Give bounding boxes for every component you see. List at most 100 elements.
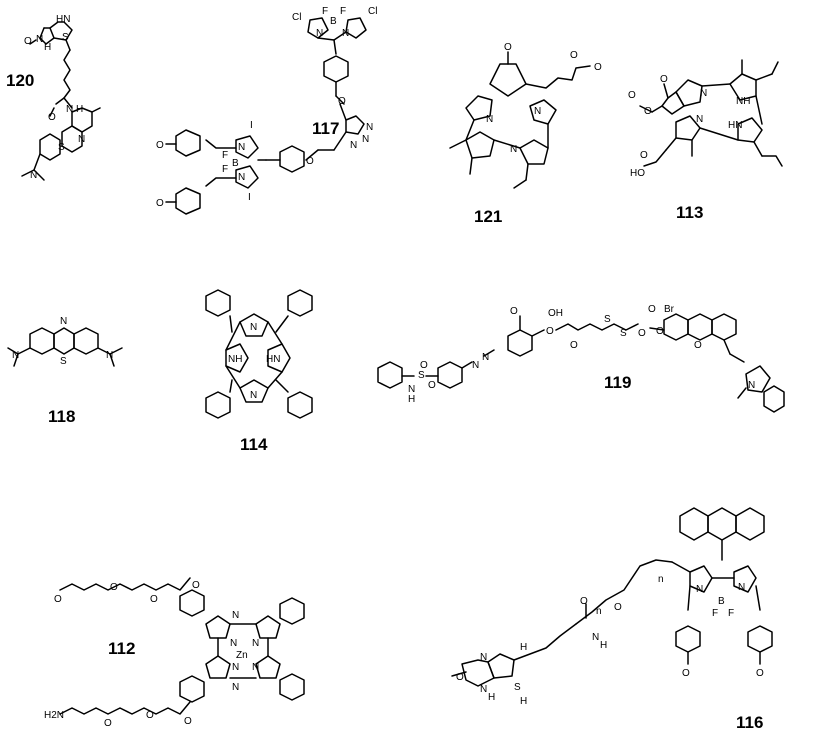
atom-label: S	[620, 328, 627, 339]
atom-label: O	[656, 326, 664, 337]
atom-label: O	[644, 106, 652, 117]
structure-114-bonds	[205, 289, 313, 419]
atom-label: N	[232, 610, 239, 621]
atom-label: I	[250, 120, 253, 131]
structure-119-bonds	[377, 313, 785, 413]
compound-label-113: 113	[676, 203, 703, 222]
atom-label: HN	[56, 14, 70, 25]
compound-114: N NH HN N 114	[205, 289, 313, 454]
atom-label: O	[594, 62, 602, 73]
atom-label: O	[694, 340, 702, 351]
atom-label: N	[592, 632, 599, 643]
atom-label: H	[408, 394, 415, 405]
atom-label: N	[342, 28, 349, 39]
atom-label: N	[738, 582, 745, 593]
atom-label: O	[660, 74, 668, 85]
atom-label: O	[156, 198, 164, 209]
atom-label: N	[252, 662, 259, 673]
atom-label: O	[110, 582, 118, 593]
structure-112-bonds	[59, 577, 305, 715]
structure-120-bonds	[21, 21, 101, 181]
atom-label: N	[232, 662, 239, 673]
structure-116-bonds	[451, 507, 773, 687]
atom-label: H2N	[44, 710, 64, 721]
atom-label: H	[488, 692, 495, 703]
atom-label: NH	[228, 354, 242, 365]
structure-121-bonds	[449, 51, 591, 189]
atom-label: I	[248, 192, 251, 203]
atom-label: Cl	[292, 12, 301, 23]
atom-label: N	[482, 352, 489, 363]
atom-label: O	[104, 718, 112, 729]
atom-label: N	[30, 170, 37, 181]
compound-113: O O O HO O N HN NH N 113	[628, 59, 783, 222]
atom-label: O	[456, 672, 464, 683]
atom-label: N	[510, 144, 517, 155]
atom-label: S	[58, 142, 65, 153]
atom-label: B	[232, 158, 239, 169]
atom-label: N	[696, 114, 703, 125]
atom-label: N	[36, 34, 43, 45]
atom-label: O	[546, 326, 554, 337]
atom-label: HN	[266, 354, 280, 365]
atom-label: N	[252, 638, 259, 649]
atom-label: HN	[728, 120, 742, 131]
atom-label: B	[718, 596, 725, 607]
compound-label-114: 114	[240, 435, 268, 454]
atom-label: O	[570, 340, 578, 351]
atom-label: N	[472, 360, 479, 371]
atom-label: N	[316, 28, 323, 39]
compound-label-117: 117	[312, 119, 339, 138]
atom-label: O	[756, 668, 764, 679]
compound-118: N N N S 118	[7, 316, 123, 426]
compound-label-120: 120	[6, 71, 34, 90]
atom-label: O	[48, 112, 56, 123]
atom-label: Zn	[236, 650, 248, 661]
atom-label: N	[408, 384, 415, 395]
atom-label: O	[580, 596, 588, 607]
structure-117-bonds	[165, 17, 367, 215]
atom-label: O	[306, 156, 314, 167]
atom-label: N	[12, 350, 19, 361]
atom-label: O	[338, 96, 346, 107]
atom-label: S	[418, 370, 425, 381]
atom-label: O	[146, 710, 154, 721]
compound-112: O O O O N N N N N N Zn H2N O O O 112	[44, 577, 305, 729]
atom-label: S	[604, 314, 611, 325]
atom-label: N	[106, 350, 113, 361]
atom-label: N	[250, 390, 257, 401]
atom-label: N	[696, 584, 703, 595]
atom-label: N	[238, 142, 245, 153]
atom-label: N	[230, 638, 237, 649]
compound-label-119: 119	[604, 373, 631, 392]
atom-label: N	[78, 134, 85, 145]
atom-label: n	[596, 606, 602, 617]
atom-label: F	[322, 6, 328, 17]
atom-label: Cl	[368, 6, 377, 17]
atom-label: H	[44, 42, 51, 53]
atom-label: S	[62, 32, 69, 43]
atom-label: F	[222, 150, 228, 161]
atom-label: O	[420, 360, 428, 371]
atom-label: H	[520, 642, 527, 653]
compound-label-118: 118	[48, 407, 75, 426]
atom-label: N	[60, 316, 67, 327]
atom-label: O	[156, 140, 164, 151]
atom-label: O	[54, 594, 62, 605]
atom-label: N	[366, 122, 373, 133]
atom-label: O	[638, 328, 646, 339]
atom-label: O	[504, 42, 512, 53]
atom-label: F	[728, 608, 734, 619]
compound-label-121: 121	[474, 207, 502, 226]
atom-label: O	[184, 716, 192, 727]
atom-label: N	[232, 682, 239, 693]
atom-label: N	[480, 684, 487, 695]
atom-label: N	[486, 114, 493, 125]
atom-label: O	[150, 594, 158, 605]
structure-113-bonds	[639, 59, 783, 167]
atom-label: H	[76, 104, 83, 115]
atom-label: O	[628, 90, 636, 101]
compound-label-116: 116	[736, 713, 763, 732]
atom-label: F	[340, 6, 346, 17]
